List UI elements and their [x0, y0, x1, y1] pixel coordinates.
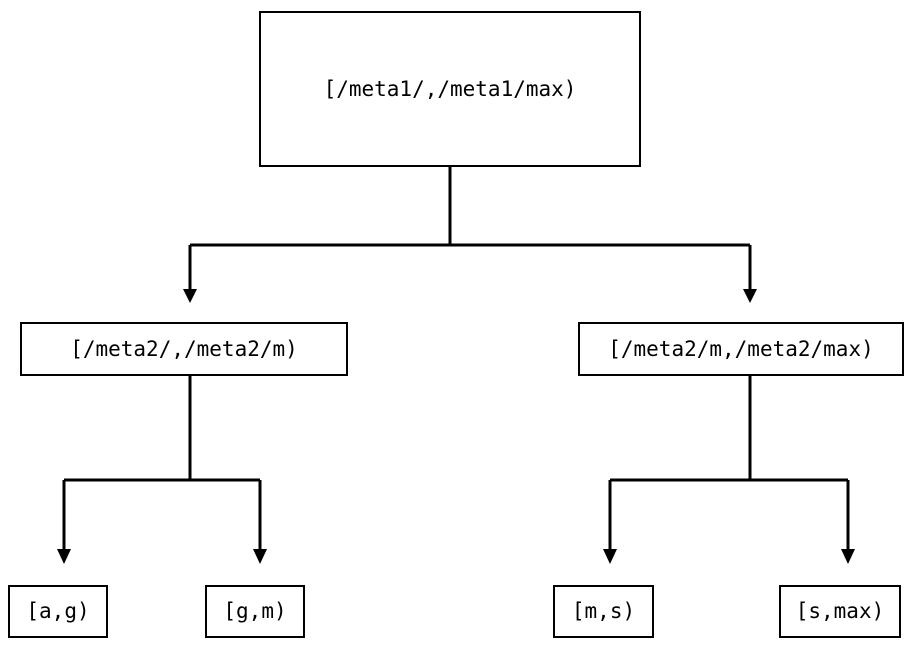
node-leaf-s-max[interactable]: [s,max): [779, 585, 901, 638]
node-leaf-a-g-label: [a,g): [26, 599, 90, 623]
arrowhead-to-meta2-low: [183, 289, 197, 303]
node-meta2-high[interactable]: [/meta2/m,/meta2/max): [578, 322, 904, 376]
arrowhead-to-leaf-ms: [603, 549, 617, 564]
node-leaf-a-g[interactable]: [a,g): [8, 585, 108, 638]
node-leaf-m-s-label: [m,s): [571, 599, 636, 623]
node-leaf-g-m-label: [g,m): [223, 599, 287, 623]
arrowhead-to-leaf-ag: [57, 549, 71, 564]
node-meta2-low[interactable]: [/meta2/,/meta2/m): [20, 322, 348, 376]
arrowhead-to-meta2-high: [743, 289, 757, 303]
node-leaf-s-max-label: [s,max): [795, 599, 885, 623]
node-root[interactable]: [/meta1/,/meta1/max): [259, 11, 641, 167]
node-root-label: [/meta1/,/meta1/max): [323, 76, 577, 101]
node-leaf-m-s[interactable]: [m,s): [553, 585, 654, 638]
node-meta2-low-label: [/meta2/,/meta2/m): [70, 336, 298, 361]
arrowhead-to-leaf-smax: [841, 549, 855, 564]
node-meta2-high-label: [/meta2/m,/meta2/max): [608, 336, 874, 361]
arrowhead-to-leaf-gm: [253, 549, 267, 564]
node-leaf-g-m[interactable]: [g,m): [205, 585, 305, 638]
